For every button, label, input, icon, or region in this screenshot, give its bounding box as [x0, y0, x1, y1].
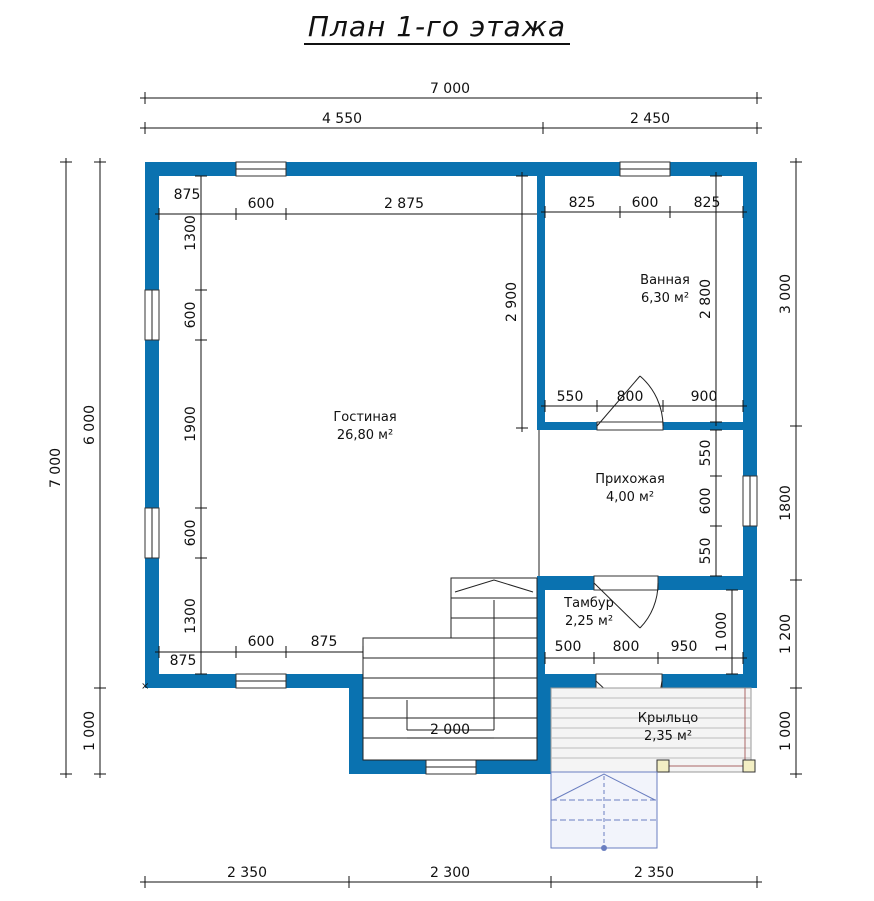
door-gap-porch: [595, 673, 663, 689]
dim-left-1000: 1 000: [82, 711, 98, 751]
dim-vs-1000: 1 000: [714, 612, 730, 652]
dim-lv-875-top: 875: [174, 187, 201, 203]
dim-lv-600-bot: 600: [248, 634, 275, 650]
porch: [550, 687, 756, 851]
dim-vs-500: 500: [555, 639, 582, 655]
door-gap-vestibule: [593, 575, 659, 591]
dim-bt-825-a: 825: [569, 195, 596, 211]
dim-bt-550: 550: [557, 389, 584, 405]
room-labels: Гостиная 26,80 м² Ванная 6,30 м² Прихожа…: [333, 273, 698, 744]
plan-title: План 1-го этажа: [0, 10, 874, 45]
dim-lv-1900: 1900: [183, 406, 199, 442]
wall-left: [145, 162, 159, 688]
dim-bottom-3: 2 350: [634, 865, 674, 881]
dim-bt-600: 600: [632, 195, 659, 211]
dim-lv-2875: 2 875: [384, 196, 424, 212]
dim-right-1000: 1 000: [778, 711, 794, 751]
wall-bath-left: [537, 176, 545, 430]
room-bath-area: 6,30 м²: [641, 291, 689, 306]
dim-lv-600-b: 600: [183, 520, 199, 547]
dim-bt-900: 900: [691, 389, 718, 405]
dim-top-left: 4 550: [322, 111, 362, 127]
room-living-area: 26,80 м²: [337, 428, 393, 443]
dim-bottom-2: 2 300: [430, 865, 470, 881]
corner-mark: ×: [141, 681, 149, 692]
door-gap-bath: [596, 421, 664, 431]
doors: [593, 375, 664, 723]
wall-top: [145, 162, 757, 176]
door-bath-leaf: [596, 375, 641, 427]
dim-left-total: 7 000: [48, 448, 64, 488]
room-living-name: Гостиная: [333, 410, 396, 425]
room-hall-area: 4,00 м²: [606, 490, 654, 505]
wall-stair-left: [349, 674, 363, 774]
dim-lv-2900: 2 900: [504, 282, 520, 322]
dim-vs-950: 950: [671, 639, 698, 655]
dim-bottom-1: 2 350: [227, 865, 267, 881]
dim-right-1800: 1800: [778, 485, 794, 521]
dim-top-right: 2 450: [630, 111, 670, 127]
room-vestibule-area: 2,25 м²: [565, 614, 613, 629]
dim-bt-2800: 2 800: [698, 279, 714, 319]
door-vest-arc: [639, 582, 659, 629]
dim-hl-600: 600: [698, 488, 714, 515]
dimension-labels: 7 000 4 550 2 450 2 350 2 300 2 350 7 00…: [48, 81, 794, 881]
wall-vestibule-right: [743, 576, 757, 688]
dim-bt-800: 800: [617, 389, 644, 405]
plan-title-text: План 1-го этажа: [303, 10, 571, 45]
dim-lv-600-a: 600: [183, 302, 199, 329]
dim-lv-1300-b: 1300: [183, 598, 199, 634]
room-vestibule-name: Тамбур: [563, 596, 614, 611]
dim-lv-875-bot: 875: [311, 634, 338, 650]
dim-hl-550-b: 550: [698, 538, 714, 565]
wall-vestibule-left: [537, 576, 545, 688]
dim-lv-1300-a: 1300: [183, 215, 199, 251]
door-vest-leaf: [593, 582, 641, 629]
room-porch-area: 2,35 м²: [644, 729, 692, 744]
dim-lv-875-corner: 875: [170, 653, 197, 669]
dim-stair-2000: 2 000: [430, 722, 470, 738]
room-porch-name: Крыльцо: [638, 711, 699, 726]
dim-bt-825-b: 825: [694, 195, 721, 211]
dimension-lines: [60, 92, 802, 888]
door-bath-arc: [639, 375, 664, 427]
dim-left-6000: 6 000: [82, 405, 98, 445]
dim-vs-800: 800: [613, 639, 640, 655]
dim-lv-600-top: 600: [248, 196, 275, 212]
room-hall-name: Прихожая: [595, 472, 665, 487]
room-bath-name: Ванная: [640, 273, 690, 288]
stairs: [362, 577, 538, 761]
dim-top-total: 7 000: [430, 81, 470, 97]
wall-stair-right: [537, 674, 551, 774]
dim-right-3000: 3 000: [778, 274, 794, 314]
dim-right-1200: 1 200: [778, 614, 794, 654]
dim-hl-550-a: 550: [698, 440, 714, 467]
windows: [144, 161, 758, 775]
